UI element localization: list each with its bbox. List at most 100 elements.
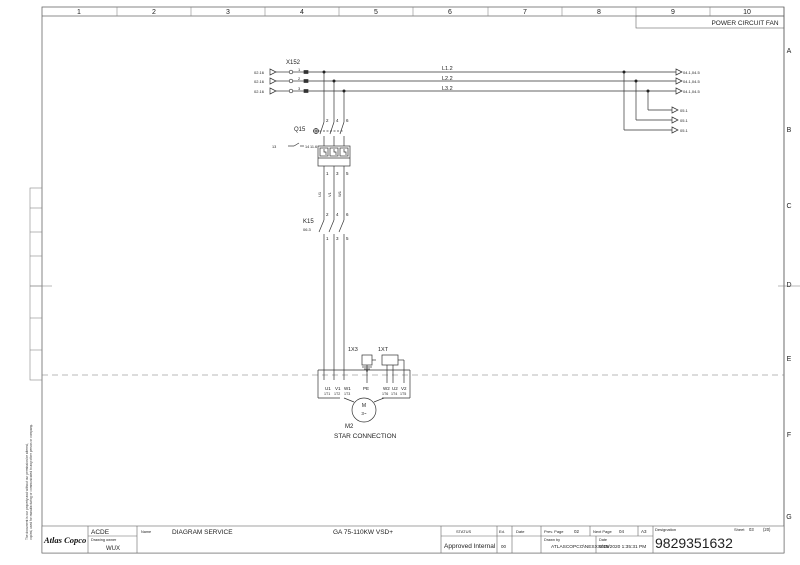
col-label: 7 xyxy=(523,9,527,16)
sheet-label: Sheet xyxy=(734,527,745,532)
branch-ref: 05.1 xyxy=(680,118,689,123)
side-note-line: copied, used for manufacturing or commun… xyxy=(29,424,33,540)
row-label: D xyxy=(786,282,791,289)
schematic-labels: X152 1 2 3 02.16 02.16 02.16 L1.2 L2.2 L… xyxy=(254,60,700,176)
col-label: 1 xyxy=(77,9,81,16)
col-label: 9 xyxy=(671,9,675,16)
schematic-wiring xyxy=(269,68,683,423)
breaker-pin: 6 xyxy=(346,118,349,123)
motor-terminal: W1 xyxy=(344,386,351,391)
motor-terminal-sub: 1T6 xyxy=(382,392,388,396)
row-label: E xyxy=(787,356,792,363)
title-block-text: Atlas Copco ACDE Drawing owner WUX Name … xyxy=(43,527,771,552)
motor-symbol: M xyxy=(362,403,366,409)
drawing-frame xyxy=(41,6,785,554)
motor-terminal: V2 xyxy=(401,386,407,391)
wire-label: U1 xyxy=(317,191,322,197)
terminal-ref: 02.16 xyxy=(254,79,265,84)
side-note-line: The document is our property and without… xyxy=(25,443,29,540)
col-label: 6 xyxy=(448,9,452,16)
wire-label: W1 xyxy=(337,190,342,197)
row-label: C xyxy=(786,203,791,210)
breaker-aux-ref: 11.6 xyxy=(310,145,317,149)
diagram-name: DIAGRAM SERVICE xyxy=(172,529,233,536)
branch-ref: 05.1 xyxy=(680,128,689,133)
motor-terminal: U2 xyxy=(392,386,398,391)
line-label: L3.2 xyxy=(442,86,453,92)
column-numbers: 1 2 3 4 5 6 7 8 9 10 xyxy=(77,9,751,16)
status-label: STATUS xyxy=(456,529,472,534)
revision-boxes xyxy=(29,187,43,381)
breaker-pin: 1 xyxy=(326,171,329,176)
terminal-ref: 02.16 xyxy=(254,70,265,75)
sheet: 03 xyxy=(749,527,754,532)
name-label: Name xyxy=(141,530,151,534)
paper-size: A3 xyxy=(641,529,647,534)
motor-terminal-sub: 1T3 xyxy=(344,392,350,396)
code: ACDE xyxy=(91,529,110,536)
wire-label: V1 xyxy=(327,191,332,197)
breaker-pin: 2 xyxy=(326,118,329,123)
owner-label: Drawing owner xyxy=(91,538,117,542)
motor-id: M2 xyxy=(345,424,354,430)
contactor-pin: 3 xyxy=(336,236,339,241)
contactor-pin: 1 xyxy=(326,236,329,241)
contactor-labels: K15 06.3 2 4 6 1 3 5 1X3 1XT xyxy=(303,212,389,353)
line-label: L1.2 xyxy=(442,66,453,72)
column-dividers xyxy=(116,7,711,16)
row-label: G xyxy=(786,514,791,521)
motor-terminal: W2 xyxy=(383,386,390,391)
thermal-block-id: 1XT xyxy=(378,347,389,353)
title-block xyxy=(41,525,785,554)
terminal-pin: 1 xyxy=(298,67,301,72)
motor-terminal: U1 xyxy=(325,386,331,391)
date-label: Date xyxy=(516,529,525,534)
designation-label: Designation xyxy=(655,527,676,532)
col-label: 4 xyxy=(300,9,304,16)
motor-terminal-sub: 1T1 xyxy=(324,392,330,396)
contactor-ref: 06.3 xyxy=(303,227,312,232)
col-label: 10 xyxy=(743,9,751,16)
terminal-ref: 02.16 xyxy=(254,89,265,94)
prev-page: 02 xyxy=(574,529,580,534)
col-label: 2 xyxy=(152,9,156,16)
col-label: 8 xyxy=(597,9,601,16)
breaker-pin: 4 xyxy=(336,118,339,123)
side-note: The document is our property and without… xyxy=(25,424,33,540)
breaker-pin: 3 xyxy=(336,171,339,176)
motor-terminal-sub: 1T5 xyxy=(400,392,406,396)
line-label: L2.2 xyxy=(442,76,453,82)
date2: 9/15/2020 1:35:31 PM xyxy=(599,544,646,550)
row-letters: A B C D E F G xyxy=(786,48,791,521)
terminal-id: X152 xyxy=(286,60,301,66)
row-label: B xyxy=(787,127,792,134)
col-label: 5 xyxy=(374,9,378,16)
status: Approved Internal xyxy=(444,543,496,550)
motor-labels: U1 V1 W1 1T1 1T2 1T3 PE W2 U2 V2 1T6 1T4… xyxy=(324,386,407,440)
motor-terminal-sub: 1T2 xyxy=(334,392,340,396)
header-title-box: POWER CIRCUIT FAN xyxy=(635,15,785,29)
sheet-total: (20) xyxy=(763,527,771,532)
contactor-pin: 4 xyxy=(336,212,339,217)
wire-labels: U1 V1 W1 xyxy=(317,190,342,197)
motor-pe: PE xyxy=(363,386,369,391)
motor-terminal: V1 xyxy=(335,386,341,391)
date2-label: Date xyxy=(599,538,607,542)
model: GA 75-110KW VSD+ xyxy=(333,529,393,536)
contactor-id: K15 xyxy=(303,219,314,225)
motor-terminal-sub: 1T4 xyxy=(391,392,397,396)
ed-label: Ed. xyxy=(499,529,505,534)
earth-block-id: 1X3 xyxy=(348,347,358,353)
row-label: A xyxy=(787,48,792,55)
contactor-pin: 5 xyxy=(346,236,349,241)
col-label: 3 xyxy=(226,9,230,16)
breaker-pin: 5 xyxy=(346,171,349,176)
page-title: POWER CIRCUIT FAN xyxy=(711,20,778,27)
company-logo: Atlas Copco xyxy=(43,535,86,545)
drawn-label: Drawn by xyxy=(544,538,560,542)
motor-phase: 3~ xyxy=(361,411,367,416)
terminal-pin: 2 xyxy=(298,76,301,81)
line-ref: 04.1,04.5 xyxy=(683,89,700,94)
designation: 9829351632 xyxy=(655,535,733,551)
